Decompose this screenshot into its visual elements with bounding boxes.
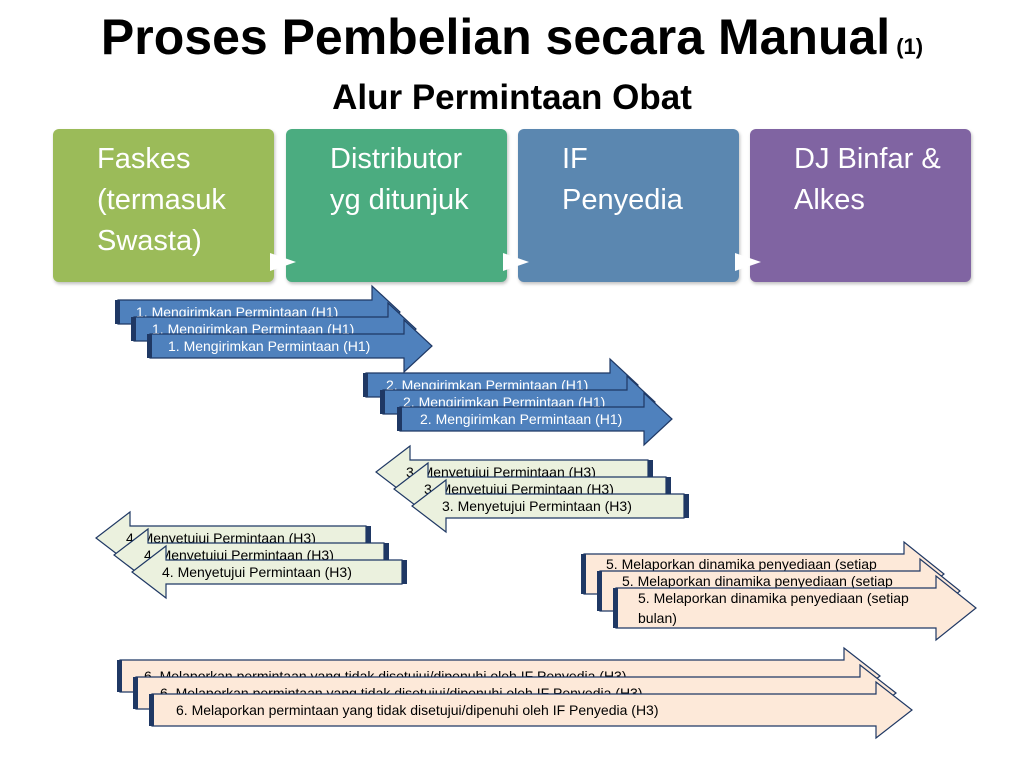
step-3-arrow-shape (411, 478, 685, 534)
step-6-label: 6. Melaporkan permintaan yang tidak dise… (176, 702, 659, 718)
box-faskes-line-1: Faskes (97, 143, 191, 175)
box-distributor: Distributor yg ditunjuk (286, 129, 507, 282)
step-2-arrow: 2. Mengirimkan Permintaan (H1)2. Mengiri… (363, 357, 673, 447)
step-1-arrow-edge (131, 317, 136, 341)
step-5-arrow: 5. Melaporkan dinamika penyediaan (setia… (581, 540, 977, 642)
step-3-arrow: 3. Menyetujui Permintaan (H3)3. Menyetuj… (375, 444, 689, 534)
box-distributor-line-2: yg ditunjuk (330, 184, 469, 216)
step-5-arrow-edge (581, 554, 586, 594)
box-dj-binfar: DJ Binfar & Alkes (750, 129, 971, 282)
box-dj-binfar-label: DJ Binfar & Alkes (794, 139, 965, 221)
step-4-arrow-edge (366, 526, 371, 550)
step-4-arrow-edge (384, 543, 389, 567)
step-2-arrow-edge (363, 373, 368, 397)
box-faskes-label: Faskes (termasuk Swasta) (97, 139, 268, 262)
step-3-label: 3. Menyetujui Permintaan (H3) (442, 498, 632, 514)
box-if-penyedia: IF Penyedia (518, 129, 739, 282)
connector-triangle-icon (503, 253, 529, 271)
step-5-arrow-shape (615, 574, 977, 642)
step-2-arrow-shape (399, 391, 673, 447)
step-4-arrow-edge (402, 560, 407, 584)
step-5-arrow-edge (597, 571, 602, 611)
step-6-arrow-shape (151, 680, 913, 740)
step-2-label: 2. Mengirimkan Permintaan (H1) (386, 377, 588, 393)
title-number: (1) (896, 34, 924, 59)
step-1-arrow-edge (115, 300, 120, 324)
step-2-label: 2. Mengirimkan Permintaan (H1) (403, 394, 605, 410)
step-1-arrow-edge (147, 334, 152, 358)
connector-triangle-icon (270, 253, 296, 271)
box-faskes: Faskes (termasuk Swasta) (53, 129, 274, 282)
step-3-label: 3. Menyetujui Permintaan (H3) (424, 481, 614, 497)
box-faskes-line-3: Swasta) (97, 225, 202, 257)
step-2-arrow-edge (380, 390, 385, 414)
step-5-label: 5. Melaporkan dinamika penyediaan (setia… (638, 590, 909, 606)
step-6-arrow-edge (149, 694, 154, 726)
box-dj-binfar-line-1: DJ Binfar & (794, 143, 941, 175)
step-1-label: 1. Mengirimkan Permintaan (H1) (136, 304, 338, 320)
step-5-label: bulan) (638, 610, 677, 626)
box-if-penyedia-line-2: Penyedia (562, 184, 683, 216)
box-distributor-line-1: Distributor (330, 143, 463, 175)
box-distributor-label: Distributor yg ditunjuk (330, 139, 501, 221)
step-4-label: 4. Menyetujui Permintaan (H3) (144, 547, 334, 563)
step-4-arrow-shape (131, 544, 403, 600)
page-subtitle: Alur Permintaan Obat (332, 78, 692, 117)
step-3-label: 3. Menyetujui Permintaan (H3) (406, 464, 596, 480)
box-if-penyedia-label: IF Penyedia (562, 139, 733, 221)
step-4-arrow: 4. Menyetujui Permintaan (H3)4. Menyetuj… (95, 510, 407, 600)
step-6-arrow-edge (133, 677, 138, 709)
step-2-label: 2. Mengirimkan Permintaan (H1) (420, 411, 622, 427)
step-5-label: 5. Melaporkan dinamika penyediaan (setia… (606, 556, 877, 572)
connector-triangle-icon (735, 253, 761, 271)
title-text: Proses Pembelian secara Manual (100, 9, 891, 65)
step-6-arrow-edge (117, 660, 122, 692)
step-5-arrow-edge (613, 588, 618, 628)
step-3-arrow-edge (666, 477, 671, 501)
box-faskes-line-2: (termasuk (97, 184, 226, 216)
step-3-arrow-edge (684, 494, 689, 518)
box-dj-binfar-line-2: Alkes (794, 184, 865, 216)
step-6-arrow: 6. Melaporkan permintaan yang tidak dise… (117, 646, 913, 740)
step-5-label: 5. Melaporkan dinamika penyediaan (setia… (622, 573, 893, 589)
step-1-label: 1. Mengirimkan Permintaan (H1) (168, 338, 370, 354)
step-3-arrow-edge (648, 460, 653, 484)
page-title: Proses Pembelian secara Manual(1) (0, 8, 1024, 66)
step-4-label: 4. Menyetujui Permintaan (H3) (126, 530, 316, 546)
step-1-arrow-shape (149, 318, 433, 374)
step-4-label: 4. Menyetujui Permintaan (H3) (162, 564, 352, 580)
step-2-arrow-edge (397, 407, 402, 431)
box-if-penyedia-line-1: IF (562, 143, 588, 175)
step-1-arrow: 1. Mengirimkan Permintaan (H1)1. Mengiri… (115, 284, 433, 374)
step-1-label: 1. Mengirimkan Permintaan (H1) (152, 321, 354, 337)
